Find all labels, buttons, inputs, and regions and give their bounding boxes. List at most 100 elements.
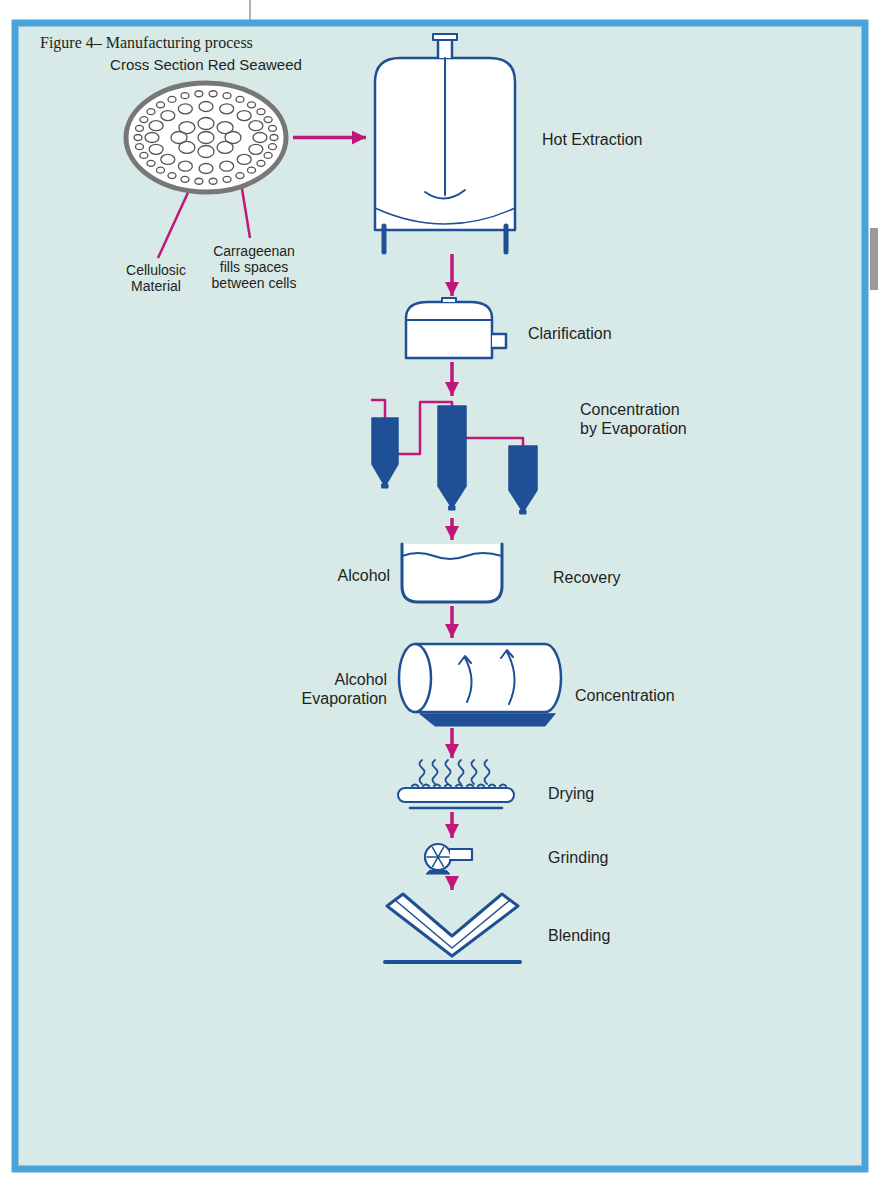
step-label: Grinding [548,848,668,867]
cell [199,164,213,174]
seaweed-section: Cross Section Red Seaweed [123,80,289,195]
cell [140,152,148,158]
icon-stroke [520,510,526,514]
icon-stroke [395,900,510,948]
icon-stroke [420,714,555,726]
icon-stroke [472,760,477,784]
cell [217,122,233,134]
icon-stroke [492,334,506,348]
icon-stroke [445,785,451,787]
cell [236,96,244,102]
figure-panel [15,23,865,1169]
recovery-vessel: AlcoholRecovery [398,542,506,604]
blender-icon [385,892,520,964]
figure-title: Figure 4– Manufacturing process [40,34,253,52]
icon-stroke [420,760,425,784]
icon-stroke [450,849,472,860]
step-label: Blending [548,926,668,945]
icon-stroke [509,446,537,512]
cell [156,167,164,173]
cell [156,102,164,108]
flow-arrow [450,876,454,890]
step-label: Concentration by Evaporation [580,400,700,438]
extraction-tank: Hot Extraction [370,30,520,252]
icon-stroke [438,857,444,867]
evap-icon [370,398,570,516]
icon-stroke [387,894,518,956]
icon-stroke [444,58,446,195]
grinder-icon [420,840,475,874]
flow-arrow [450,812,454,838]
cell [253,133,267,143]
cell [168,96,176,102]
icon-stroke [398,788,514,802]
grinder: Grinding [420,840,475,874]
cell [248,102,256,108]
icon-stroke [438,406,466,508]
flow-arrow [293,136,366,140]
cell [223,176,231,182]
cell [198,132,214,144]
cell [264,117,272,123]
cell [236,173,244,179]
evaporators: Concentration by Evaporation [370,398,570,516]
cell [198,146,214,158]
seaweed-icon [123,80,289,195]
cell [178,104,192,114]
cell [195,91,203,97]
cell [181,176,189,182]
icon-stroke [433,857,439,867]
icon-stroke [489,785,495,787]
drum-icon [395,640,563,726]
cell [195,178,203,184]
icon-stroke [402,544,502,602]
cell [161,111,175,121]
cell [220,104,234,114]
icon-stroke [500,785,506,787]
flow-arrow [450,518,454,540]
icon-stroke [442,298,456,302]
cell [209,178,217,184]
cell [249,121,263,131]
cell [248,167,256,173]
cell [269,125,277,131]
icon-stroke [427,856,438,858]
cell [270,135,278,141]
side-tab [870,228,878,290]
icon-stroke [433,847,439,857]
cell [198,118,214,130]
v-blender: Blending [385,892,520,964]
cell [140,117,148,123]
icon-stroke [410,807,502,810]
cell [178,161,192,171]
cell [135,125,143,131]
step-label: Concentration [575,686,715,705]
icon-stroke [446,760,451,784]
icon-stroke [485,760,490,784]
icon-stroke [459,760,464,784]
margin-rule [249,0,251,20]
cell [168,173,176,179]
grinder-housing [425,844,451,870]
cell [257,160,265,166]
belt-dryer: Drying [400,760,512,810]
dryer-icon [400,760,512,810]
icon-stroke [412,785,418,787]
callout-label: Cellulosic Material [108,262,204,294]
cell [161,154,175,164]
cell [237,111,251,121]
step-label: Cross Section Red Seaweed [96,56,316,74]
cell [149,144,163,154]
icon-stroke [372,418,398,486]
tank-icon [370,30,520,252]
cell [264,152,272,158]
drum-end [399,644,431,712]
beaker-icon [398,542,506,604]
callout-label: Carrageenan fills spaces between cells [202,243,306,291]
cell [147,160,155,166]
flow-arrow [450,606,454,638]
flow-arrow [450,362,454,396]
icon-stroke [467,785,473,787]
icon-stroke [466,438,523,446]
step-label: Drying [548,784,668,803]
